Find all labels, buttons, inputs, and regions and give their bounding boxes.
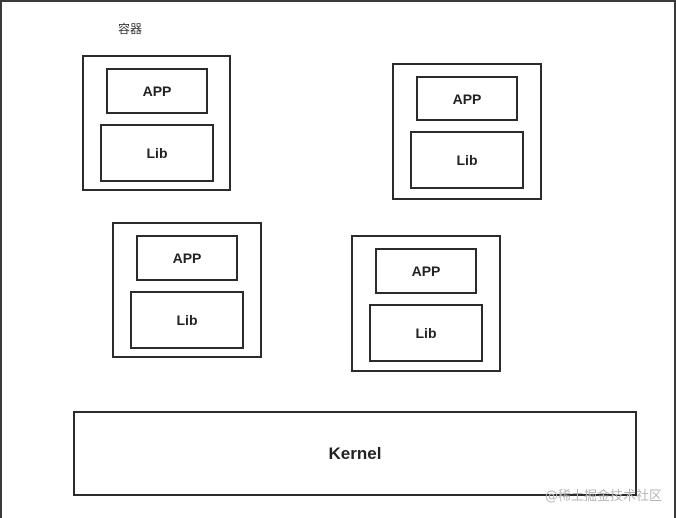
app-box: APP [375, 248, 477, 294]
lib-box: Lib [100, 124, 214, 182]
app-box: APP [136, 235, 238, 281]
app-box: APP [416, 76, 518, 121]
app-label: APP [411, 263, 441, 279]
app-label: APP [142, 83, 172, 99]
kernel-box: Kernel [73, 411, 637, 496]
lib-box: Lib [130, 291, 244, 349]
lib-label: Lib [146, 145, 168, 161]
app-label: APP [172, 250, 202, 266]
lib-box: Lib [410, 131, 524, 189]
lib-label: Lib [415, 325, 437, 341]
app-label: APP [452, 90, 482, 107]
lib-label: Lib [456, 152, 478, 168]
watermark: @稀土掘金技术社区 [544, 489, 662, 504]
lib-label: Lib [176, 312, 198, 328]
kernel-label: Kernel [328, 443, 382, 463]
app-box: APP [106, 68, 208, 114]
container-label: 容器 [118, 22, 143, 36]
lib-box: Lib [369, 304, 483, 362]
